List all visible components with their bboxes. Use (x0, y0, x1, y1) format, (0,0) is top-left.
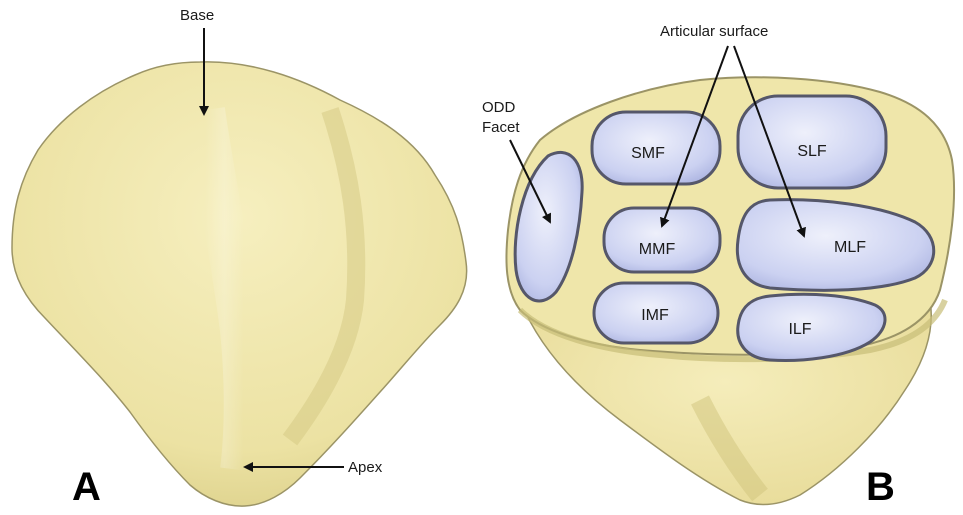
facet-label-mlf: MLF (834, 239, 866, 256)
label-base: Base (180, 7, 214, 24)
panel-letter-b: B (866, 465, 895, 509)
label-apex: Apex (348, 459, 383, 476)
panel-letter-a: A (72, 465, 101, 509)
facet-label-imf: IMF (641, 307, 669, 324)
facet-label-slf: SLF (797, 143, 827, 160)
label-odd-line2: Facet (482, 119, 520, 136)
label-articular-surface: Articular surface (660, 23, 768, 40)
panel-a: Base Apex A (12, 7, 467, 509)
panel-b: SMF SLF MMF MLF IMF ILF Articular surfac… (482, 23, 954, 509)
facet-mmf (604, 208, 720, 272)
label-odd-line1: ODD (482, 99, 516, 116)
facet-label-smf: SMF (631, 145, 665, 162)
facet-label-ilf: ILF (788, 321, 811, 338)
facet-label-mmf: MMF (639, 241, 676, 258)
facet-slf (738, 96, 886, 188)
